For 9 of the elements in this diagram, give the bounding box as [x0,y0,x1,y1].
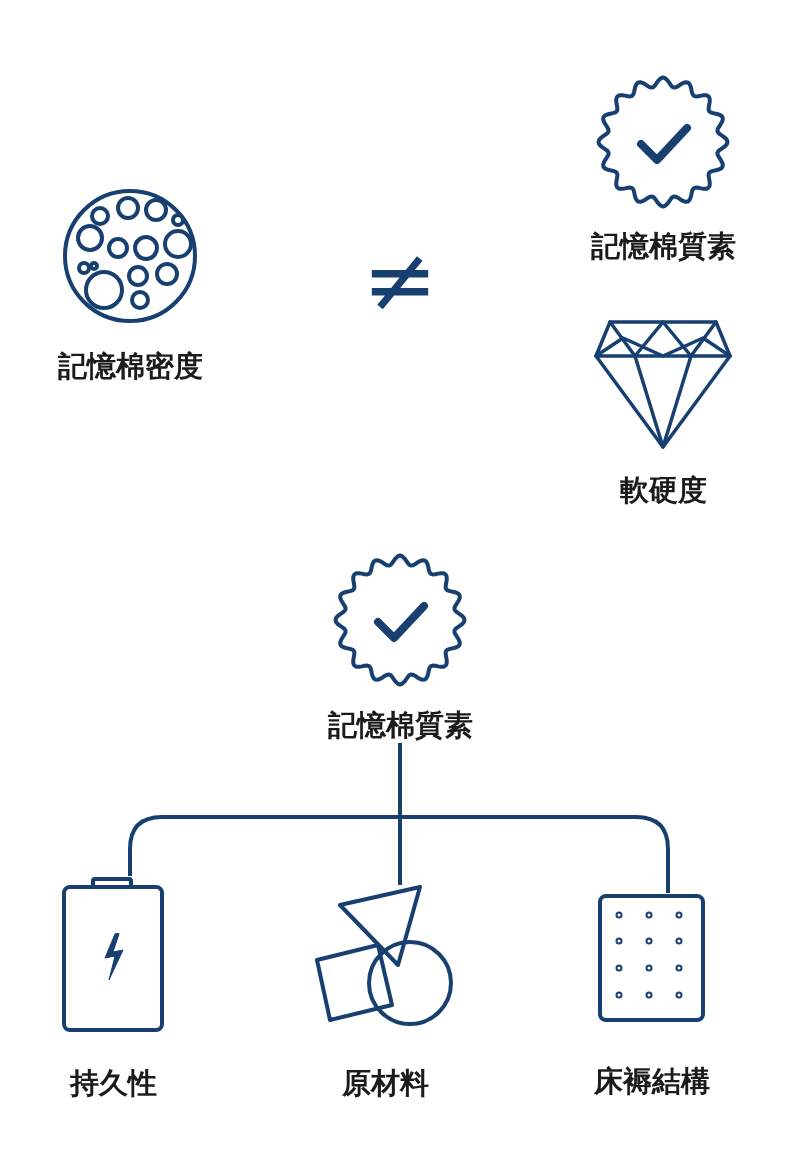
connector-line [398,743,670,893]
icon-caption: 軟硬度 [619,472,707,508]
icon-caption: 持久性 [69,1065,157,1101]
icon-caption: 記憶棉密度 [57,348,203,384]
icon-caption: 原材料 [341,1065,429,1101]
not-equal-sign: ≠ [361,226,439,334]
icon-caption: 床褥結構 [594,1063,710,1099]
icon-caption: 記憶棉質素 [590,228,736,264]
icon-caption: 記憶棉質素 [327,707,473,743]
